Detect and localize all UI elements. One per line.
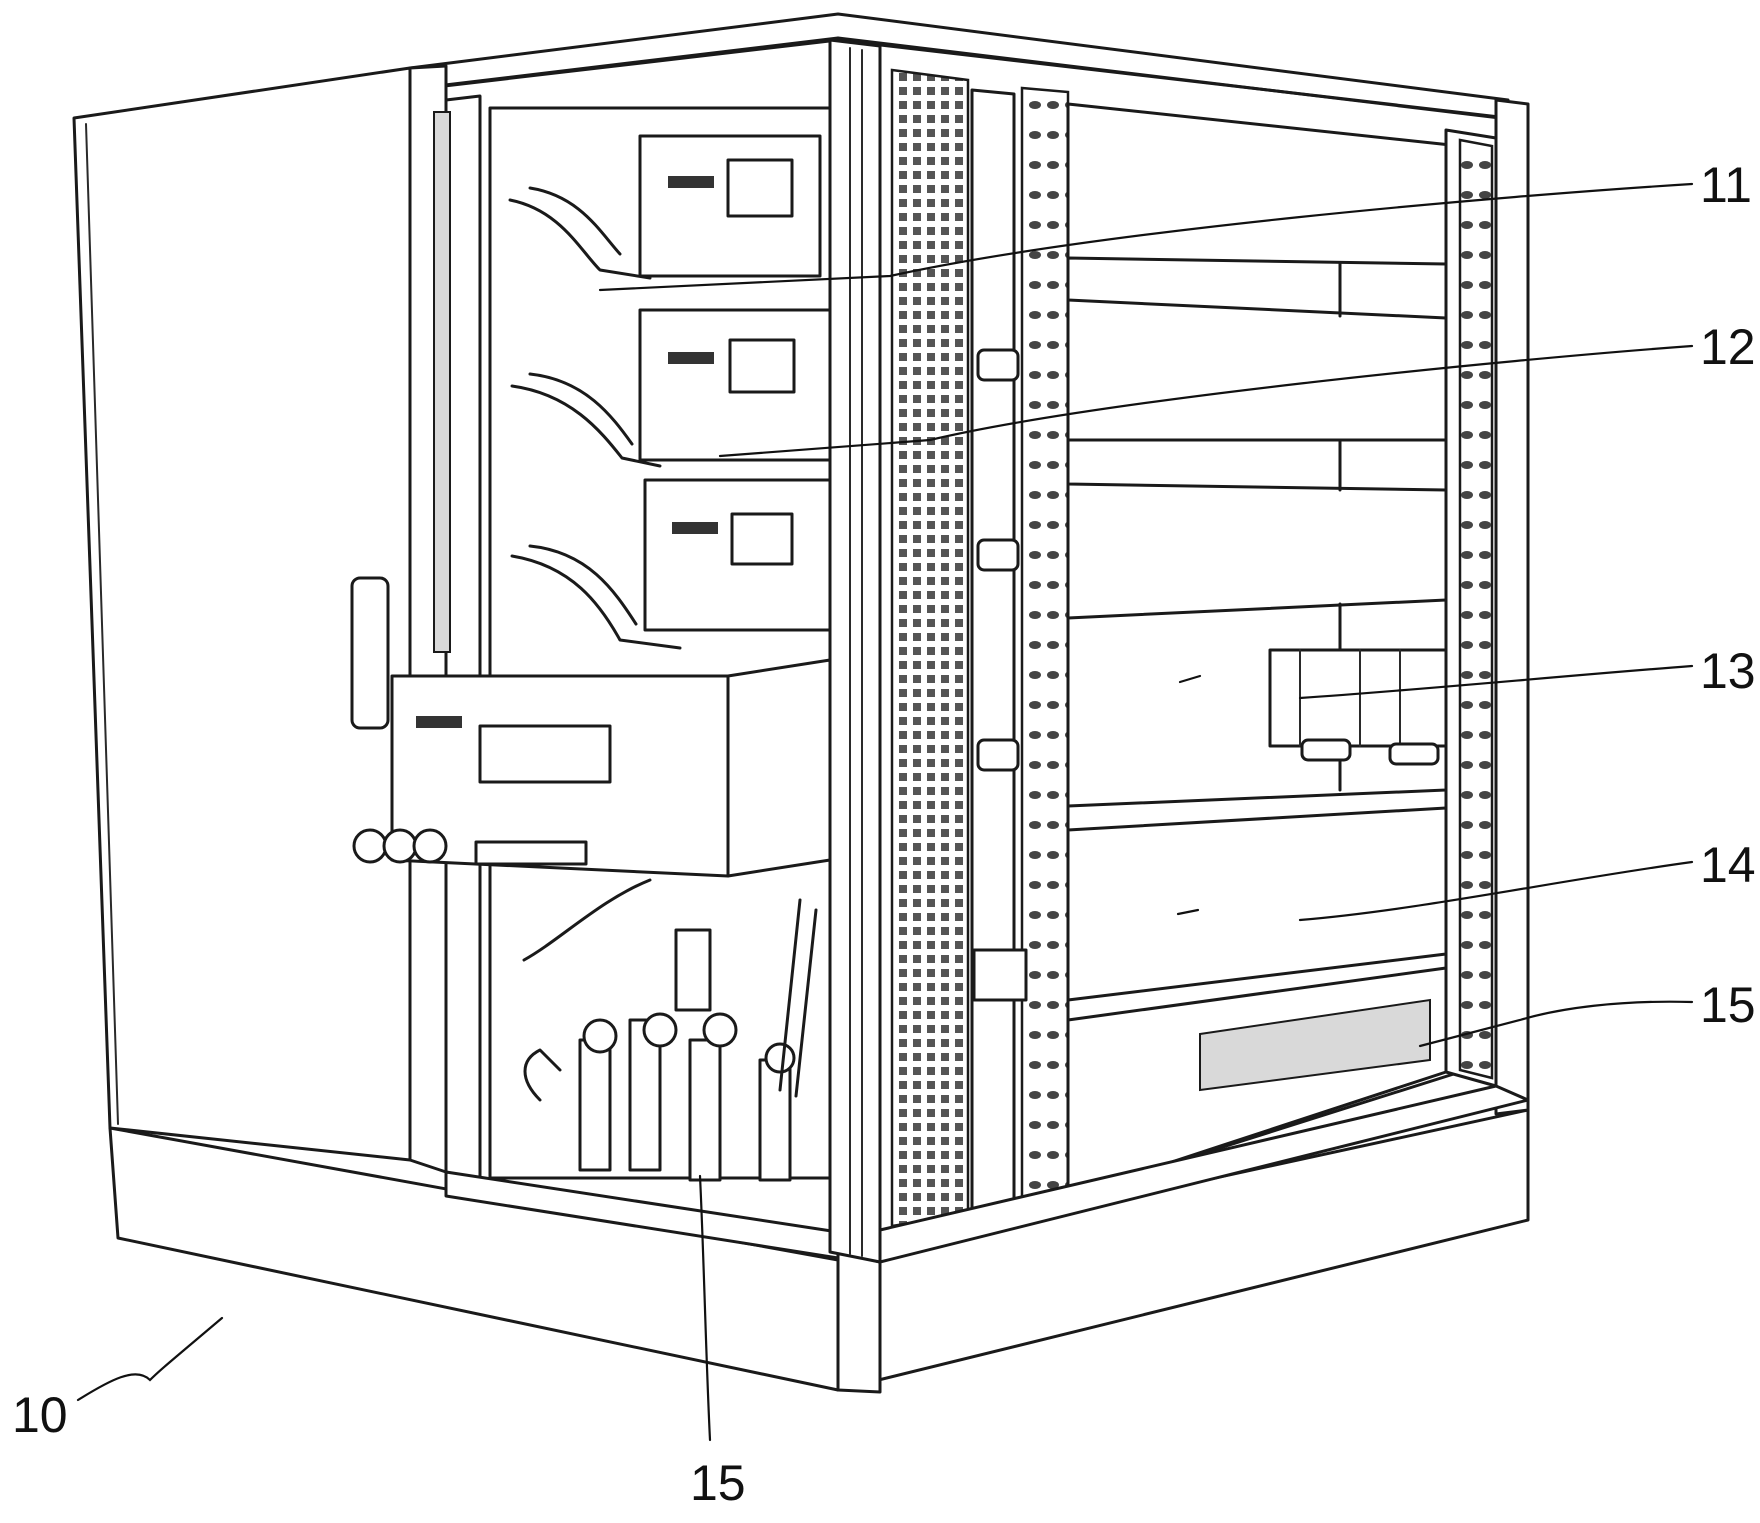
perforated-duct <box>892 70 968 1226</box>
shelf-2 <box>1068 440 1446 490</box>
callout-12: 12 <box>1700 319 1756 375</box>
drawer-13 <box>1068 600 1446 806</box>
leader-10 <box>78 1318 222 1400</box>
corner-post <box>830 40 880 1262</box>
right-bay-interior <box>1068 104 1460 1196</box>
callout-15-right: 15 <box>1700 977 1756 1033</box>
callout-15-bottom: 15 <box>690 1455 746 1511</box>
callout-10: 10 <box>12 1387 68 1443</box>
callout-11: 11 <box>1700 157 1752 213</box>
callout-13: 13 <box>1700 643 1756 699</box>
callout-14: 14 <box>1700 837 1756 893</box>
